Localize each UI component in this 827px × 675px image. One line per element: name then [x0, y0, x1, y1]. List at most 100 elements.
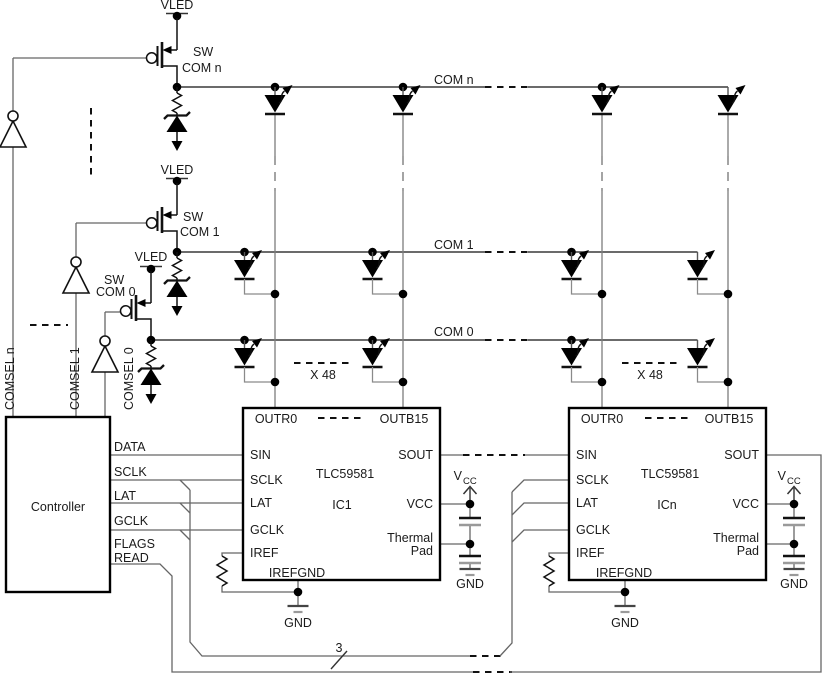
sw-label: SW	[183, 210, 203, 224]
pin-thermal: Thermal	[387, 531, 433, 545]
vcc-sub-label: CC	[463, 476, 477, 487]
comsel-0-label: COMSEL 0	[122, 347, 136, 410]
pmos-switch-icon	[119, 269, 153, 342]
icn-part-label: TLC59581	[641, 467, 699, 481]
pin-sout: SOUT	[724, 448, 759, 462]
com-line-wires	[151, 86, 728, 341]
switch-stage-com-n: VLED SW COM n	[145, 0, 222, 153]
resistor-zener-icon	[136, 338, 166, 406]
vcc-terminal-icon	[462, 485, 478, 510]
pin-lat: LAT	[576, 496, 598, 510]
pin-iref: IREF	[250, 546, 279, 560]
pin-label-sclk: SCLK	[114, 465, 147, 479]
led-icon	[687, 250, 732, 298]
capacitor-icon	[457, 516, 483, 527]
gnd-label: GND	[284, 616, 312, 630]
pin-lat: LAT	[250, 496, 272, 510]
icn-box	[567, 406, 768, 582]
gnd-label: GND	[456, 577, 484, 591]
capacitor-icon	[457, 554, 483, 565]
pin-gclk: GCLK	[576, 523, 611, 537]
pin-outb15: OUTB15	[705, 412, 754, 426]
resistor-icon	[216, 555, 228, 587]
capacitor-icon	[781, 554, 807, 565]
resistor-icon	[543, 555, 555, 587]
led-matrix: COM n COM 1 COM 0 X 48 X 48	[234, 73, 747, 386]
icn-iref-network: GND	[543, 555, 639, 630]
pin-label-data: DATA	[114, 440, 146, 454]
pin-outb15: OUTB15	[380, 412, 429, 426]
pin-irefgnd: IREFGND	[596, 566, 652, 580]
sw-com-0-label: COM 0	[96, 285, 136, 299]
pin-thermal-pad: Pad	[737, 544, 759, 558]
pin-sclk: SCLK	[576, 473, 609, 487]
sw-label: SW	[193, 45, 213, 59]
vcc-label: V	[454, 469, 463, 483]
vcc-label: V	[778, 469, 787, 483]
icn-designator: ICn	[657, 498, 677, 512]
ic1-designator: IC1	[332, 498, 352, 512]
switch-stage-com-1: VLED SW COM 1	[145, 163, 220, 318]
inverter-icon	[91, 335, 119, 373]
capacitor-icon	[781, 516, 807, 527]
led-icon	[362, 338, 407, 386]
controller-box	[4, 415, 112, 594]
gnd-label: GND	[611, 616, 639, 630]
comsel-inverters: COMSEL n COMSEL 1 COMSEL 0	[0, 110, 136, 410]
pin-label-flags: FLAGS	[114, 537, 155, 551]
inverter-icon	[0, 110, 27, 148]
pin-irefgnd: IREFGND	[269, 566, 325, 580]
sw-label: SW	[104, 273, 124, 287]
matrix-column-wires	[274, 113, 729, 408]
vcc-terminal-icon	[786, 485, 802, 510]
pin-sin: SIN	[250, 448, 271, 462]
pin-outr0: OUTR0	[255, 412, 297, 426]
x48-label: X 48	[637, 368, 663, 382]
com-0-line-label: COM 0	[434, 325, 474, 339]
pin-outr0: OUTR0	[581, 412, 623, 426]
pin-sout: SOUT	[398, 448, 433, 462]
gnd-icon	[782, 567, 806, 577]
bus-count-label: 3	[336, 641, 343, 655]
pin-vcc: VCC	[407, 497, 433, 511]
sw-com-1-label: COM 1	[180, 225, 220, 239]
gnd-icon	[286, 604, 310, 614]
ic1: OUTR0 OUTB15 SIN SCLK LAT GCLK IREF SOUT…	[241, 406, 442, 582]
signal-routing-wires	[110, 454, 822, 673]
ic1-iref-network: GND	[216, 555, 312, 630]
gnd-icon	[613, 604, 637, 614]
icn-decoupling: V CC GND	[778, 469, 808, 591]
icn: OUTR0 OUTB15 SIN SCLK LAT GCLK IREF SOUT…	[567, 406, 768, 582]
led-icon	[687, 338, 732, 386]
comsel-1-label: COMSEL 1	[68, 347, 82, 410]
pmos-switch-icon	[145, 181, 179, 254]
resistor-zener-icon	[162, 85, 192, 153]
pin-thermal-pad: Pad	[411, 544, 433, 558]
gnd-label: GND	[780, 577, 808, 591]
vled-label: VLED	[135, 250, 168, 264]
ic1-decoupling: V CC GND	[454, 469, 484, 591]
ic1-box	[241, 406, 442, 582]
pmos-switch-icon	[145, 16, 179, 89]
pin-gclk: GCLK	[250, 523, 285, 537]
pin-sclk: SCLK	[250, 473, 283, 487]
led-icon	[716, 83, 747, 116]
vled-label: VLED	[161, 163, 194, 177]
led-icon	[561, 250, 606, 298]
led-icon	[234, 250, 279, 298]
pin-label-lat: LAT	[114, 489, 136, 503]
pin-iref: IREF	[576, 546, 605, 560]
inverter-icon	[62, 256, 90, 294]
controller: Controller DATA SCLK LAT GCLK FLAGS READ	[4, 415, 155, 594]
com-n-line-label: COM n	[434, 73, 474, 87]
sw-com-n-label: COM n	[182, 61, 222, 75]
led-icon	[362, 250, 407, 298]
com-1-line-label: COM 1	[434, 238, 474, 252]
x48-label: X 48	[310, 368, 336, 382]
vled-label: VLED	[161, 0, 194, 12]
controller-label: Controller	[31, 500, 85, 514]
bus-width-marker: 3	[336, 641, 343, 655]
led-icon	[561, 338, 606, 386]
